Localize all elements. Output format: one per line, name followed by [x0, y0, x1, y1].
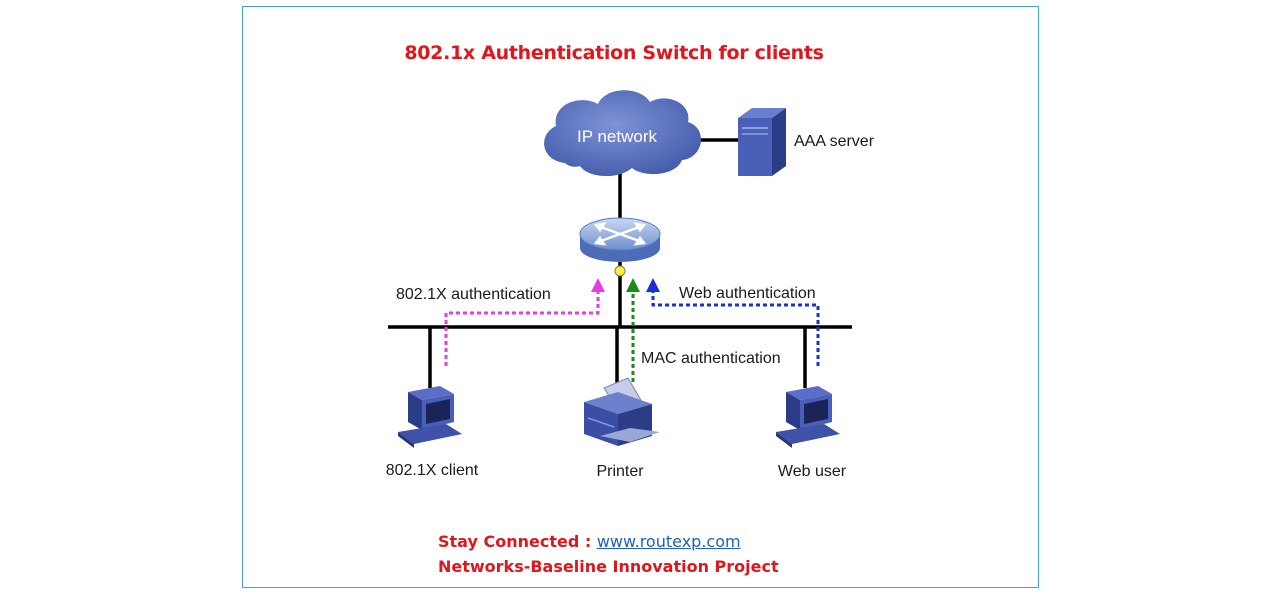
footer-project: Networks-Baseline Innovation Project [438, 557, 779, 576]
mac-auth-path [626, 278, 640, 382]
switch-icon [579, 217, 661, 262]
dot1x-auth-label: 802.1X authentication [396, 286, 551, 303]
routexp-link[interactable]: www.routexp.com [596, 532, 741, 551]
footer-stay-connected: Stay Connected : www.routexp.com [438, 532, 741, 551]
aaa-server-label: AAA server [794, 133, 875, 150]
printer-label: Printer [596, 463, 644, 480]
client-pc-icon [398, 386, 462, 448]
switch-port-indicator [614, 265, 626, 277]
web-auth-label: Web authentication [679, 285, 816, 302]
stay-connected-text: Stay Connected : [438, 532, 592, 551]
dot1x-auth-path [444, 278, 605, 366]
web-auth-path [646, 278, 820, 366]
web-user-pc-icon [776, 386, 840, 448]
mac-auth-label: MAC authentication [641, 350, 781, 367]
client-label: 802.1X client [386, 462, 479, 479]
printer-icon [584, 377, 660, 446]
cloud-label: IP network [577, 127, 658, 146]
aaa-server-icon [738, 108, 786, 176]
web-user-label: Web user [778, 463, 847, 480]
ip-network-cloud [544, 90, 701, 177]
diagram-title: 802.1x Authentication Switch for clients [404, 42, 824, 64]
